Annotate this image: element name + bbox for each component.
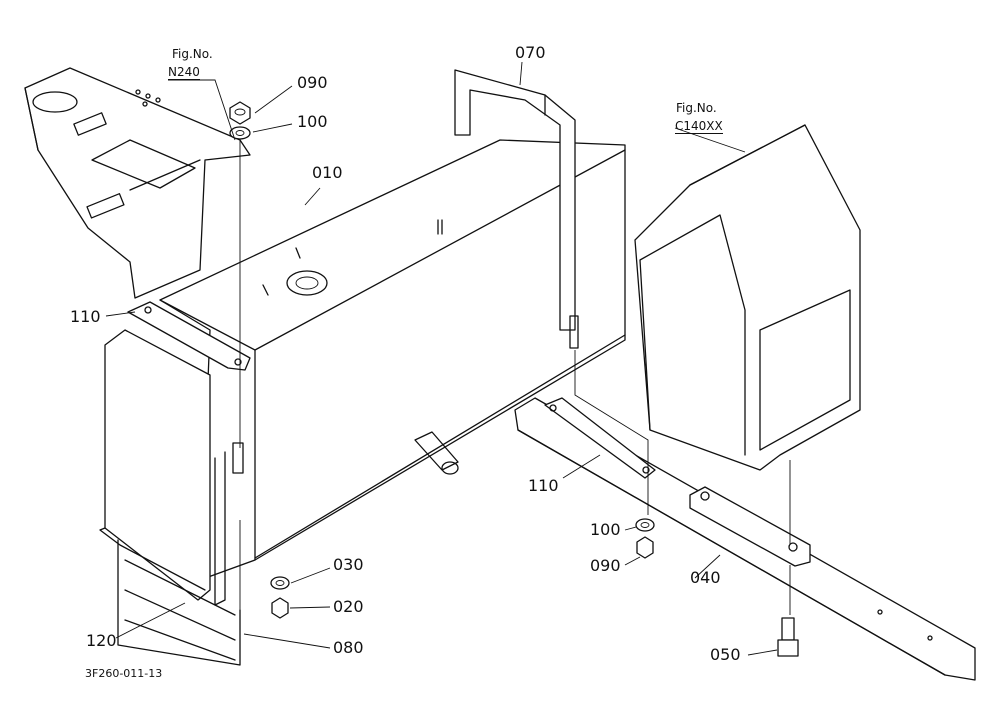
assembly-lines — [239, 140, 791, 650]
strap-left — [214, 442, 244, 606]
callout-020: 020 — [333, 597, 364, 616]
bracket-plate-lower — [544, 397, 656, 479]
fuel-tank — [159, 139, 626, 581]
ref-number-right: C140XX — [675, 119, 723, 134]
ref-caption-right: Fig.No. — [676, 101, 717, 115]
frame-bracket-left — [24, 67, 251, 299]
callout-120: 120 — [86, 631, 117, 650]
callout-010: 010 — [312, 163, 343, 182]
callout-110-right: 110 — [528, 476, 559, 495]
callout-080: 080 — [333, 638, 364, 657]
nut-090-bottom — [636, 536, 654, 559]
callout-100-top: 100 — [297, 112, 328, 131]
callout-050: 050 — [710, 645, 741, 664]
bolt-050 — [777, 617, 799, 657]
bracket-plate-upper — [127, 301, 251, 371]
washer-030 — [270, 576, 290, 590]
ref-number-upper-left: N240 — [168, 65, 200, 80]
strap-right — [454, 69, 579, 349]
leader-lines — [105, 61, 778, 656]
callout-100-bottom: 100 — [590, 520, 621, 539]
callout-090-bottom: 090 — [590, 556, 621, 575]
washer-100-top — [229, 126, 251, 140]
drawing-code: 3F260-011-13 — [85, 667, 163, 680]
callout-030: 030 — [333, 555, 364, 574]
washer-100-bottom — [635, 518, 655, 532]
support-frame-left — [99, 329, 241, 666]
callout-110-left: 110 — [70, 307, 101, 326]
callout-090-top: 090 — [297, 73, 328, 92]
ref-caption-upper-left: Fig.No. — [172, 47, 213, 61]
engine-block — [634, 124, 861, 471]
callout-040: 040 — [690, 568, 721, 587]
callout-070: 070 — [515, 43, 546, 62]
nut-090-top — [229, 101, 251, 125]
crossmember — [514, 397, 976, 681]
nut-020 — [271, 597, 289, 619]
